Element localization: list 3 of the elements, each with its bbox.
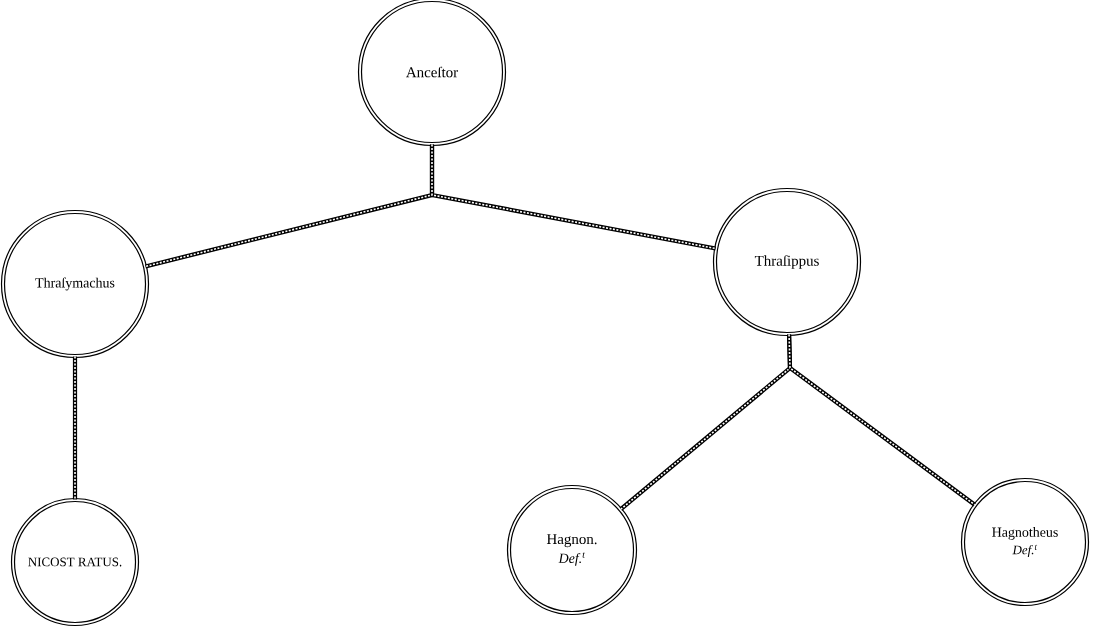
rope-line [429, 143, 717, 251]
rope-line [786, 333, 976, 507]
rope-line [72, 355, 78, 501]
